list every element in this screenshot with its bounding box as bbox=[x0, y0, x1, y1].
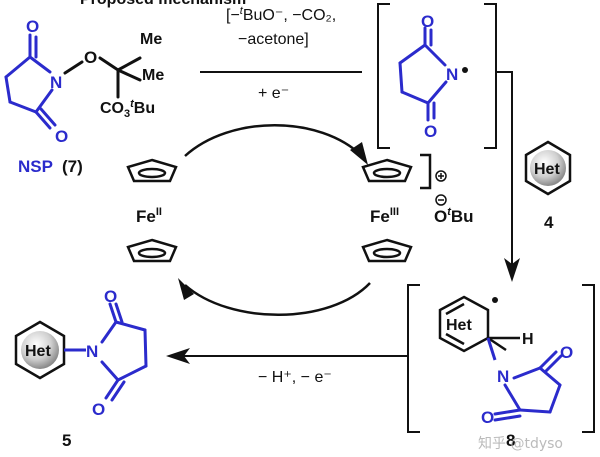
succinimidyl-radical bbox=[398, 26, 448, 122]
watermark: 知乎 @tdyso bbox=[478, 435, 563, 452]
nsp-me-1: Me bbox=[140, 31, 162, 48]
nsp-me-2: Me bbox=[142, 67, 164, 84]
intermediate-8-o2: O bbox=[481, 408, 494, 427]
arrow-radical-to-8 bbox=[496, 71, 513, 275]
counter-anion: OtBu bbox=[434, 206, 474, 226]
intermediate-8-radical-dot bbox=[492, 297, 498, 303]
arrowhead-to-8 bbox=[504, 258, 520, 282]
nsp-o-top: O bbox=[26, 17, 39, 36]
nsp-o-bottom: O bbox=[55, 127, 68, 146]
intermediate-8-o1: O bbox=[560, 343, 573, 362]
product-5-o1: O bbox=[104, 287, 117, 306]
conditions-line-2: −acetone] bbox=[238, 31, 309, 48]
product-5-imide bbox=[100, 302, 148, 402]
final-step-conditions: − H⁺, − e⁻ bbox=[258, 369, 332, 386]
intermediate-8-imide bbox=[493, 350, 563, 422]
nsp-number: (7) bbox=[62, 157, 83, 176]
radical-dot bbox=[462, 67, 468, 73]
nsp-molecule bbox=[4, 33, 57, 130]
het-4 bbox=[524, 140, 572, 196]
het-4-number: 4 bbox=[544, 213, 554, 232]
nsp-o-link: O bbox=[84, 48, 97, 67]
radical-n-atom: N bbox=[446, 65, 458, 84]
intermediate-8 bbox=[438, 295, 520, 361]
charge-minus-icon bbox=[435, 194, 447, 206]
charge-plus-icon bbox=[435, 170, 447, 182]
cycle-arrow-top bbox=[184, 124, 363, 157]
cycle-arrowhead-top bbox=[350, 142, 368, 165]
ferrocene-fe-ii bbox=[126, 158, 178, 263]
bracket-left-radical bbox=[377, 3, 390, 149]
ferrocenium-fe-iii bbox=[361, 153, 432, 263]
bracket-right-8 bbox=[582, 284, 595, 433]
het-4-label: Het bbox=[534, 161, 560, 178]
intermediate-8-n: N bbox=[497, 367, 509, 386]
intermediate-8-label: Het bbox=[446, 317, 472, 334]
radical-o-top: O bbox=[421, 12, 434, 31]
nsp-n-atom: N bbox=[50, 73, 62, 92]
product-5-number: 5 bbox=[62, 431, 71, 450]
fe-iii-label: FeIII bbox=[370, 206, 399, 226]
cycle-arrowhead-bottom bbox=[178, 278, 194, 300]
cycle-arrow-bottom bbox=[184, 282, 371, 316]
intermediate-8-h: H bbox=[522, 331, 534, 348]
product-5-o2: O bbox=[92, 400, 105, 419]
radical-o-bottom: O bbox=[424, 122, 437, 141]
product-5-label: Het bbox=[25, 343, 51, 360]
arrowhead-to-5 bbox=[166, 348, 190, 364]
nsp-ester: CO3tBu bbox=[100, 98, 155, 120]
conditions-line-1: [−tBuO⁻, −CO₂, bbox=[226, 5, 336, 24]
bracket-left-8 bbox=[407, 284, 420, 433]
intermediate-8-number: 8 bbox=[506, 431, 515, 450]
fe-ii-label: FeII bbox=[136, 206, 162, 226]
header-partial: Proposed mechanism bbox=[80, 0, 246, 8]
conditions-line-3: + e⁻ bbox=[258, 85, 289, 102]
nsp-name: NSP bbox=[18, 157, 53, 176]
product-5-n: N bbox=[86, 342, 98, 361]
bracket-right-radical bbox=[484, 3, 497, 149]
product-5 bbox=[14, 320, 86, 380]
